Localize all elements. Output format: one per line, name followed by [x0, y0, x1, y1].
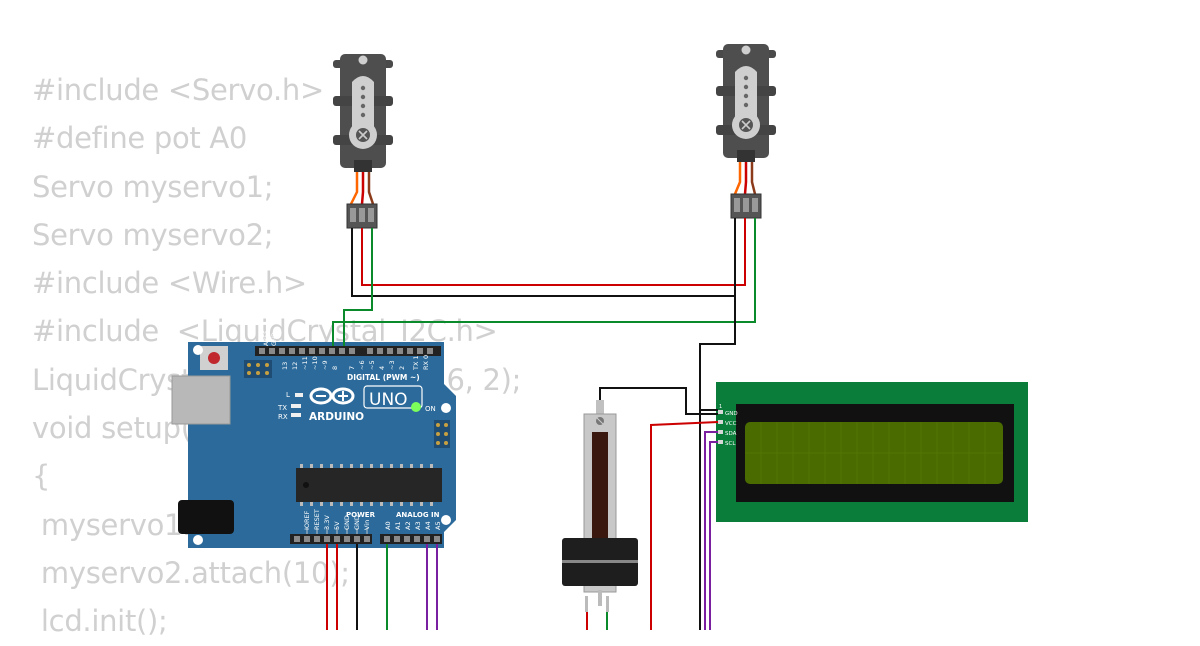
pin-label: A2 — [404, 521, 412, 530]
servo-motor-2[interactable] — [716, 44, 776, 219]
pin-label: 7 — [348, 366, 356, 370]
pin-label: 5V — [333, 521, 341, 530]
arduino-brand-label: ARDUINO — [309, 411, 364, 423]
lcd-pin-label: SDA — [725, 431, 737, 437]
analog-in-label: ANALOG IN — [396, 511, 440, 519]
pin-label: A3 — [414, 521, 422, 530]
power-label: POWER — [346, 511, 376, 519]
code-line: #include <Wire.h> — [32, 266, 307, 301]
digital-pwm-label: DIGITAL (PWM ~) — [347, 373, 420, 382]
code-line: Servo myservo1; — [32, 169, 274, 204]
pin-label: ~10 — [311, 356, 319, 370]
code-line: Servo myservo2; — [32, 217, 274, 252]
pin-label: TX 1 — [412, 355, 420, 371]
pin-label: Vin — [363, 520, 371, 530]
code-line: myservo2.attach(10); — [32, 555, 350, 590]
gnd-top-label: GND — [271, 332, 278, 346]
pin-label: GND — [343, 515, 351, 530]
lcd-pin-label: GND — [725, 411, 738, 417]
pin-label: GND — [353, 515, 361, 530]
arduino-uno-board[interactable]: ARDUINO UNO ON TX RX L DIGITAL (PWM ~) P… — [171, 330, 456, 548]
power-on-led — [411, 402, 421, 412]
pin-label: 13 — [281, 362, 289, 370]
circuit-diagram: ARDUINO UNO ON TX RX L DIGITAL (PWM ~) P… — [171, 44, 1028, 630]
l-label: L — [286, 391, 290, 399]
code-line: { — [32, 459, 51, 494]
pin-label: RX 0 — [422, 355, 430, 370]
tx-rx-leds — [291, 404, 301, 417]
pin-label: 3.3V — [323, 515, 331, 530]
code-line: #define pot A0 — [32, 121, 248, 156]
pin-label: RESET — [313, 509, 321, 530]
pin-label: IOREF — [303, 510, 311, 530]
lcd-i2c-display[interactable]: 1 GND VCC SDA SCL — [716, 382, 1028, 522]
pin-label: ~5 — [368, 360, 376, 370]
rx-label: RX — [278, 413, 288, 421]
slide-potentiometer[interactable] — [562, 400, 638, 612]
pin-label: A4 — [424, 521, 432, 530]
tx-label: TX — [277, 404, 287, 412]
pin-label: 12 — [291, 362, 299, 370]
on-label: ON — [425, 405, 436, 413]
pin-label: 4 — [378, 366, 386, 370]
arduino-model-label: UNO — [369, 390, 408, 410]
lcd-pin-label: SCL — [725, 441, 736, 447]
pin-label: A5 — [434, 521, 442, 530]
pin-label: ~11 — [301, 356, 309, 370]
pin-label: 8 — [331, 366, 339, 370]
wires — [326, 218, 756, 630]
pin-label: ~3 — [388, 360, 396, 370]
code-line: #include <Servo.h> — [32, 73, 324, 107]
lcd-pin-label: VCC — [725, 421, 737, 427]
pin-label: A1 — [394, 521, 402, 530]
pin-label: ~9 — [321, 360, 329, 370]
pin-label: 2 — [398, 366, 406, 370]
pin-label: A0 — [384, 521, 392, 530]
aref-label: AREF — [263, 330, 270, 346]
pin-label: ~6 — [358, 360, 366, 370]
svg-text:1: 1 — [719, 404, 722, 410]
servo-motor-1[interactable] — [333, 54, 393, 229]
lcd-pin-labels: GND VCC SDA SCL — [725, 411, 738, 447]
arduino-logo — [309, 387, 355, 405]
